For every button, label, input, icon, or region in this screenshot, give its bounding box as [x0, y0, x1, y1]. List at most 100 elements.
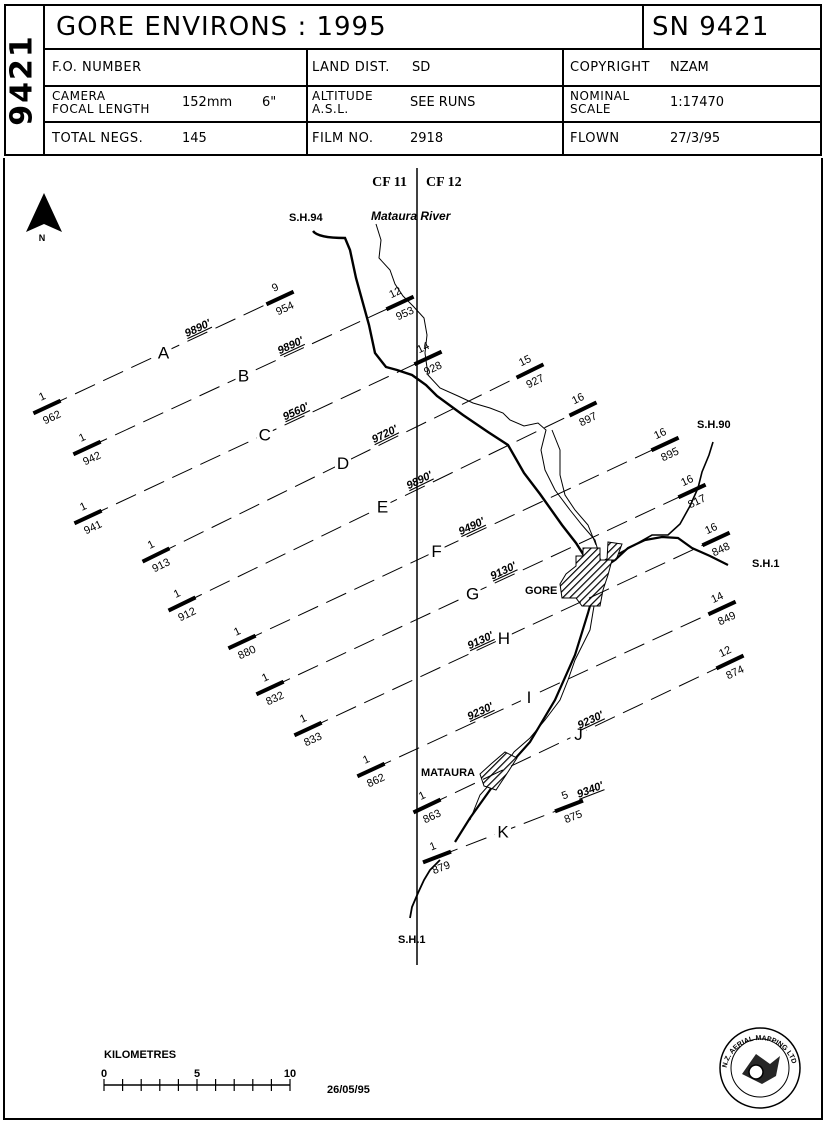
run-line: [241, 443, 666, 643]
sh1-road-east: [599, 535, 729, 571]
run-letter: F: [431, 542, 441, 561]
scale-title: KILOMETRES: [104, 1049, 176, 1061]
run-altitude: 9230': [466, 701, 496, 723]
run-start-neg: 1: [361, 753, 372, 766]
run-end-neg: 15: [517, 353, 533, 369]
run-start-film: 962: [41, 409, 63, 428]
run-start-neg: 1: [260, 671, 271, 684]
run-letter-bg: [335, 454, 351, 472]
run-end-film: 897: [577, 410, 599, 429]
flown-value: 27/3/95: [670, 131, 721, 146]
run-letter: H: [498, 629, 510, 648]
run-end-mark: [677, 482, 707, 500]
run-end-mark: [265, 289, 295, 307]
gore-town-area: [559, 547, 613, 607]
copyright-value: NZAM: [670, 60, 709, 75]
run-letter-bg: [155, 343, 172, 362]
survey-number: SN 9421: [652, 12, 770, 42]
altitude-label: ALTITUDE: [312, 89, 374, 103]
sh90-label: S.H.90: [697, 419, 731, 431]
run-letter: J: [574, 725, 583, 744]
run-start-neg: 1: [77, 431, 88, 444]
scale-label: SCALE: [570, 102, 611, 116]
run-start-film: 941: [82, 519, 104, 538]
header-divider: [43, 121, 822, 123]
sh1-east-label: S.H.1: [752, 558, 780, 570]
land-dist-value: SD: [412, 60, 431, 75]
map-date: 26/05/95: [327, 1084, 370, 1096]
run-end-film: 817: [686, 493, 708, 512]
run-start-neg: 1: [232, 625, 243, 638]
run-start-neg: 1: [417, 789, 428, 802]
run-end-film: 849: [716, 610, 738, 629]
run-end-mark: [554, 798, 584, 814]
run-letter-bg: [495, 628, 512, 647]
run-start-neg: 1: [78, 500, 89, 513]
run-start-film: 862: [365, 772, 387, 791]
run-start-neg: 1: [172, 587, 183, 600]
run-start-mark: [32, 398, 62, 416]
run-end-film: 848: [710, 541, 732, 560]
run-end-neg: 16: [570, 391, 586, 407]
run-end-neg: 14: [709, 590, 725, 606]
run-start-mark: [356, 761, 386, 779]
scale-tick-0: 0: [101, 1068, 107, 1080]
run-end-mark: [568, 400, 598, 418]
sh1-south-label: S.H.1: [398, 934, 426, 946]
run-start-mark: [167, 595, 197, 613]
run-end-film: 927: [524, 372, 546, 391]
header-divider: [642, 4, 644, 49]
nominal-scale-value: 1:17470: [670, 95, 725, 110]
header-frame: [4, 4, 822, 156]
run-start-neg: 1: [428, 840, 438, 853]
total-negs-value: 145: [182, 131, 207, 146]
run-start-neg: 1: [298, 712, 309, 725]
run-start-mark: [255, 679, 285, 697]
run-end-neg: 16: [679, 473, 695, 489]
focal-in-value: 6": [262, 95, 277, 110]
scale-tick-5: 5: [194, 1068, 200, 1080]
cf-right-label: CF 12: [426, 175, 462, 190]
run-start-mark: [293, 720, 323, 738]
header-divider: [562, 48, 564, 156]
sh1-road-central: [454, 569, 602, 843]
run-letter: K: [497, 823, 509, 842]
run-start-neg: 1: [146, 538, 157, 551]
film-no-label: FILM NO.: [312, 131, 374, 146]
run-letter-bg: [520, 688, 537, 707]
mataura-river-label: Mataura River: [371, 209, 452, 223]
run-end-film: 874: [724, 663, 746, 682]
scale-bar: [103, 1079, 291, 1091]
nz-aerial-mapping-logo: N.Z. AERIAL MAPPING LTD: [719, 1027, 801, 1109]
mataura-river: [375, 223, 603, 821]
altitude-value: SEE RUNS: [410, 95, 476, 110]
focal-length-label: FOCAL LENGTH: [52, 102, 150, 116]
run-end-neg: 12: [717, 644, 733, 660]
run-end-film: 928: [422, 360, 444, 379]
run-letter-bg: [464, 584, 481, 603]
run-start-film: 912: [176, 605, 198, 624]
flown-label: FLOWN: [570, 131, 620, 146]
copyright-label: COPYRIGHT: [570, 60, 650, 75]
run-line: [370, 607, 723, 771]
run-start-mark: [73, 508, 103, 526]
run-start-film: 832: [264, 690, 286, 709]
run-letter: A: [158, 344, 170, 363]
run-end-neg: 14: [415, 340, 431, 356]
north-label: N: [39, 233, 46, 243]
run-start-film: 863: [421, 807, 443, 826]
run-end-neg: 9: [270, 281, 281, 294]
flight-runs: 19629954A9890'194212953B9890'194114928C9…: [32, 281, 746, 877]
river-branch: [551, 429, 597, 546]
total-negs-label: TOTAL NEGS.: [52, 131, 144, 146]
run-start-neg: 1: [37, 390, 48, 403]
run-end-mark: [385, 294, 415, 312]
scale-tick-10: 10: [284, 1068, 296, 1080]
sh1-road-south: [409, 859, 441, 919]
run-end-mark: [413, 349, 443, 367]
run-start-mark: [141, 546, 171, 564]
